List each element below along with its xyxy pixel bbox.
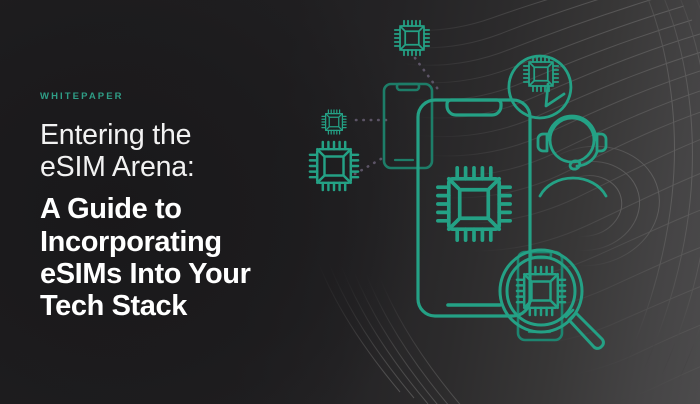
chip-phone-screen xyxy=(436,166,512,242)
phone-main xyxy=(416,98,532,318)
title-bold-line-4: Tech Stack xyxy=(40,290,187,323)
page-title-bold: A Guide to Incorporating eSIMs Into Your… xyxy=(40,193,308,323)
chip-in-speech-bubble xyxy=(522,55,560,93)
eyebrow-label: WHITEPAPER xyxy=(40,91,124,102)
text-column: WHITEPAPER Entering the eSIM Arena: A Gu… xyxy=(40,92,308,323)
magnifier-chip xyxy=(498,248,605,350)
title-light-line-2: eSIM Arena: xyxy=(40,151,195,184)
chip-lower-left xyxy=(308,140,360,192)
speech-bubble-chip xyxy=(507,54,573,120)
page-title-light: Entering the eSIM Arena: xyxy=(40,119,308,185)
phone-back xyxy=(382,82,434,170)
support-agent-headset xyxy=(536,114,608,198)
chip-mid-left xyxy=(321,109,347,135)
title-bold-line-2: Incorporating xyxy=(40,225,222,258)
chip-top-left xyxy=(393,19,431,57)
esim-tech-stack-illustration xyxy=(300,0,700,404)
dotted-connector-3 xyxy=(353,154,388,176)
dotted-connector-1 xyxy=(413,56,442,94)
title-bold-line-1: A Guide to xyxy=(40,193,182,226)
chip-in-magnifier xyxy=(515,265,567,317)
title-bold-line-3: eSIMs Into Your xyxy=(40,257,251,290)
title-light-line-1: Entering the xyxy=(40,118,192,151)
